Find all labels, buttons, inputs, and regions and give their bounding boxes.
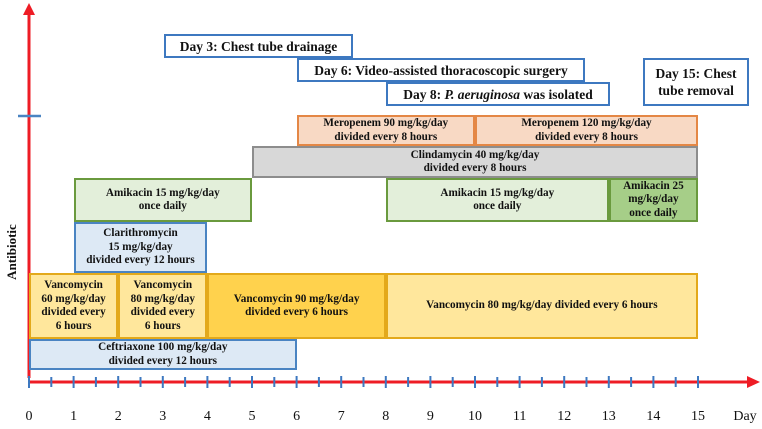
regimen-label-line: once daily bbox=[473, 200, 522, 212]
x-axis-tick-label: 6 bbox=[293, 409, 301, 424]
regimen-label-line: 6 hours bbox=[55, 319, 92, 332]
regimen-label-line: divided every 6 hours bbox=[245, 306, 349, 318]
x-axis-tick-label: 12 bbox=[557, 409, 572, 424]
regimen-label-line: once daily bbox=[629, 206, 678, 219]
regimen-label-line: Vancomycin 80 mg/kg/day divided every 6 … bbox=[426, 299, 658, 312]
x-axis-tick-label: 3 bbox=[159, 409, 167, 424]
x-axis-tick-label: 13 bbox=[601, 409, 616, 424]
x-axis-tick-label: 10 bbox=[468, 409, 482, 424]
regimen-label-line: 6 hours bbox=[144, 319, 181, 332]
regimen-label: Vancomycin 80 mg/kg/day divided every 6 … bbox=[426, 299, 657, 313]
regimen-label-line: Meropenem 120 mg/kg/day bbox=[521, 117, 652, 129]
y-axis-label: Antibiotic bbox=[4, 224, 19, 280]
x-axis-tick-label: 7 bbox=[337, 409, 345, 424]
regimen-label-line: Vancomycin 90 mg/kg/day bbox=[233, 292, 360, 305]
regimen-label-line: Vancomycin bbox=[44, 279, 103, 291]
regimen-label-line: divided every 8 hours bbox=[535, 130, 638, 143]
event-day6-vats: Day 6: Video-assisted thoracoscopic surg… bbox=[297, 58, 585, 82]
regimen-label-line: divided every 12 hours bbox=[86, 254, 195, 267]
regimen-label-line: Amikacin 25 bbox=[623, 179, 684, 192]
regimen-label-line: Amikacin 15 mg/kg/day bbox=[440, 186, 555, 199]
regimen-label-line: 80 mg/kg/day bbox=[130, 292, 195, 305]
regimen-label-line: Ceftriaxone 100 mg/kg/day bbox=[98, 341, 228, 353]
x-axis-tick-label: 14 bbox=[646, 409, 661, 424]
event-day3-chest-tube-drainage: Day 3: Chest tube drainage bbox=[164, 34, 353, 58]
regimen-label-line: divided every bbox=[130, 306, 195, 318]
regimen-label-line: divided every 8 hours bbox=[423, 162, 527, 174]
regimen-label-line: mg/kg/day bbox=[628, 193, 679, 206]
y-axis-arrowhead bbox=[23, 3, 35, 15]
event-day8-organism-isolated: Day 8: P. aeruginosa was isolated bbox=[386, 82, 610, 106]
x-axis-arrowhead bbox=[747, 376, 760, 388]
regimen-label-line: Vancomycin bbox=[133, 279, 193, 291]
x-axis-tick-label: 5 bbox=[248, 409, 256, 424]
regimen-label-line: Meropenem 90 mg/kg/day bbox=[323, 117, 449, 129]
regimen-label-line: Clindamycin 40 mg/kg/day bbox=[410, 148, 540, 161]
x-axis-tick-label: 2 bbox=[114, 409, 122, 424]
event-day15-chest-tube-removal: Day 15: Chest tube removal bbox=[643, 58, 749, 106]
x-axis-tick-label: 9 bbox=[426, 409, 434, 424]
x-axis-tick-label: 8 bbox=[382, 409, 390, 424]
x-axis-unit-label: Day bbox=[733, 409, 757, 424]
x-axis-tick-label: 4 bbox=[203, 409, 211, 424]
regimen-label-line: divided every 12 hours bbox=[108, 354, 218, 367]
x-axis-tick-label: 0 bbox=[25, 409, 33, 424]
regimen-label-line: once daily bbox=[138, 200, 187, 212]
regimen-label-line: Clarithromycin bbox=[103, 227, 178, 240]
x-axis-tick-label: 1 bbox=[70, 409, 78, 424]
x-axis-tick-label: 11 bbox=[512, 409, 527, 424]
regimen-label-line: divided every bbox=[41, 306, 106, 318]
x-axis-tick-label: 15 bbox=[691, 409, 705, 424]
regimen-vancomycin-80-late: Vancomycin 80 mg/kg/day divided every 6 … bbox=[385, 273, 698, 339]
regimen-label-line: Amikacin 15 mg/kg/day bbox=[105, 186, 220, 199]
regimen-label-line: divided every 8 hours bbox=[334, 130, 438, 143]
regimen-label-line: 15 mg/kg/day bbox=[108, 240, 173, 253]
regimen-label-line: 60 mg/kg/day bbox=[41, 292, 106, 305]
